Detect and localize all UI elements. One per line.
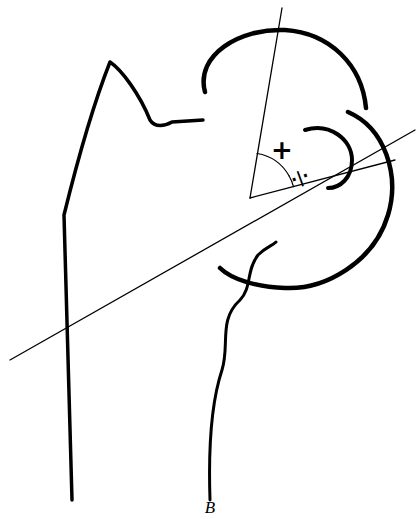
figure-letter: B [205, 499, 215, 516]
lower-ray-line [250, 160, 395, 198]
plus-sign: + [271, 137, 293, 163]
head-outline-upper [204, 30, 366, 108]
upper-ray-line [250, 8, 282, 198]
neck-axis-line [10, 130, 415, 360]
femur-outline-medial [210, 242, 277, 500]
minus-sign: ·|· [289, 167, 311, 188]
femur-outline-left [64, 62, 203, 500]
head-outline-lower [220, 112, 392, 288]
inner-head-arc [305, 128, 352, 188]
